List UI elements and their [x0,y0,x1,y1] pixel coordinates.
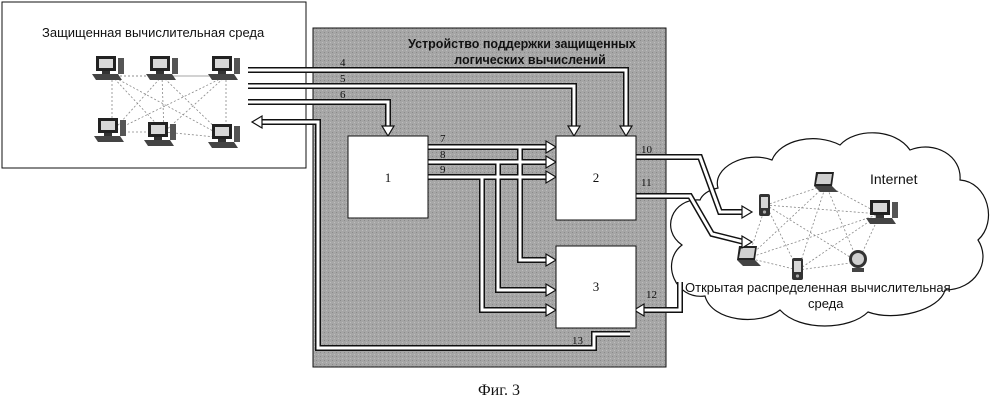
block-1-label: 1 [385,170,392,185]
desktop-computer-icon [94,118,126,142]
link-number-5: 5 [340,73,346,85]
link-number-9: 9 [440,164,446,176]
open-environment-title-line1: Открытая распределенная вычислительная [685,280,951,295]
link-number-11: 11 [641,177,652,189]
device-title-line2: логических вычислений [454,53,606,67]
internet-label: Internet [870,171,918,187]
block-3: 3 [556,246,636,328]
device-title-line1: Устройство поддержки защищенных [408,37,636,51]
figure-caption: Фиг. 3 [478,382,520,399]
block-1: 1 [348,136,428,218]
block-2-label: 2 [593,170,600,185]
desktop-computer-icon [208,56,240,80]
link-number-8: 8 [440,149,446,161]
open-environment-cloud: Internet Открытая распределенная вычисли… [671,133,989,326]
block-2: 2 [556,136,636,220]
block-3-label: 3 [593,279,600,294]
link-number-10: 10 [641,144,653,156]
pda-icon [759,194,770,216]
link-number-13: 13 [572,335,584,347]
desktop-computer-icon [92,56,124,80]
link-number-6: 6 [340,89,346,101]
secure-environment-title: Защищенная вычислительная среда [42,25,265,40]
desktop-computer-icon [144,122,176,146]
pda-icon [792,258,803,280]
link-number-7: 7 [440,133,446,145]
desktop-computer-icon [208,124,240,148]
open-environment-title-line2: среда [808,296,844,311]
desktop-computer-icon [866,200,898,224]
link-number-4: 4 [340,57,346,69]
link-number-12: 12 [646,289,657,301]
desktop-computer-icon [146,56,178,80]
